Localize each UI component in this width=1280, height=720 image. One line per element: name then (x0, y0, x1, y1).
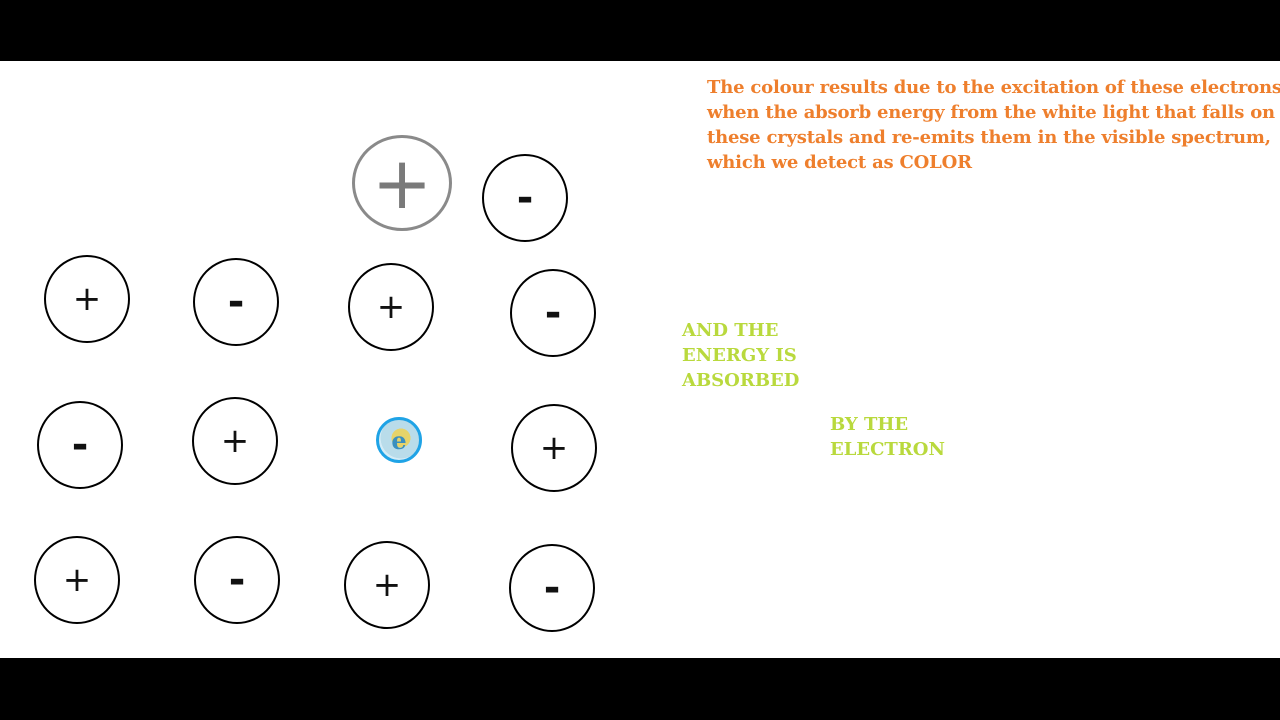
explanation-line-3: these crystals and re-emits them in the … (707, 127, 1271, 148)
explanation-line-2: when the absorb energy from the white li… (707, 102, 1275, 123)
explanation-line-1: The colour results due to the excitation… (707, 77, 1280, 98)
explanation-line-4: which we detect as COLOR (707, 152, 972, 173)
explanation-text: The colour results due to the excitation… (707, 75, 1280, 175)
electron-symbol: e (391, 425, 407, 455)
lattice-ion-r1-c4: - (510, 269, 596, 357)
annotation-absorbed-line-2: ENERGY IS (682, 345, 797, 366)
diagram-canvas: + - + - + - - + e + + - + - The colour r… (0, 61, 1280, 658)
lattice-ion-r3-c1: + (34, 536, 120, 624)
lattice-ion-r3-c3: + (344, 541, 430, 629)
highlighted-cation: + (352, 135, 452, 231)
lattice-ion-r1-c3: + (348, 263, 434, 351)
annotation-electron-line-1: BY THE (830, 414, 909, 435)
lattice-ion-r2-c2: + (192, 397, 278, 485)
lattice-ion-r2-c1: - (37, 401, 123, 489)
annotation-absorbed-line-3: ABSORBED (682, 370, 800, 391)
electron-icon: e (376, 417, 422, 463)
lattice-ion-r3-c4: - (509, 544, 595, 632)
lattice-ion-r1-c1: + (44, 255, 130, 343)
highlighted-anion: - (482, 154, 568, 242)
annotation-energy-absorbed: AND THE ENERGY IS ABSORBED (682, 318, 799, 393)
lattice-ion-r1-c2: - (193, 258, 279, 346)
annotation-electron-line-2: ELECTRON (830, 439, 945, 460)
lattice-ion-r3-c2: - (194, 536, 280, 624)
lattice-ion-r2-c4: + (511, 404, 597, 492)
annotation-by-electron: BY THE ELECTRON (830, 412, 945, 462)
annotation-absorbed-line-1: AND THE (682, 320, 779, 341)
